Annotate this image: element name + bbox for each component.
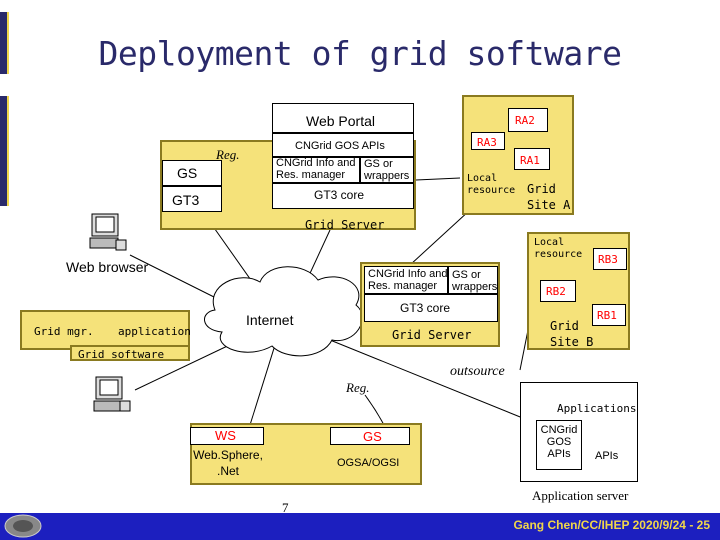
ra1-box <box>514 148 550 170</box>
gt3-box <box>162 186 222 212</box>
page-number: 7 <box>282 500 289 515</box>
websphere-label: Web.Sphere, .Net <box>193 448 263 478</box>
footer-bar <box>0 513 720 540</box>
local-resource-b-label: Local resource <box>534 237 583 260</box>
gt3-core-b-box <box>364 294 498 322</box>
gs-label: GS <box>177 165 198 181</box>
grid-mgr-label: Grid mgr. <box>34 325 94 338</box>
ws-box <box>190 427 264 445</box>
info-mgr-b-label: CNGrid Info and Res. manager <box>368 268 448 292</box>
gs-wrappers-b-box <box>448 266 498 294</box>
left-bar-bottom <box>0 96 9 206</box>
grid-software-tab <box>70 345 190 361</box>
internet-label: Internet <box>246 312 294 328</box>
grid-server-b-label: Grid Server <box>392 328 472 342</box>
gt3-core-a-box <box>272 183 414 209</box>
computer-icon <box>93 376 131 412</box>
ihep-logo-icon <box>4 514 42 538</box>
gos-apis-label: CNGrid GOS APIs <box>295 140 385 152</box>
info-mgr-a-box <box>272 157 360 183</box>
grid-site-a-label: Grid Site A <box>527 182 571 212</box>
grid-site-b-label: Grid Site B <box>550 319 594 349</box>
left-bar-top <box>0 12 9 74</box>
line-internet-to-appserver <box>329 339 541 426</box>
local-resource-a-label: Local resource <box>467 173 516 196</box>
gos-apis-box <box>272 133 414 157</box>
rb1-box <box>592 304 626 326</box>
gs-wrappers-b-label: GS or wrappers <box>452 269 498 293</box>
page-title: Deployment of grid software <box>98 34 622 73</box>
ra2-box <box>508 108 548 132</box>
grid-server-a-label: Grid Server <box>305 218 385 232</box>
ra3-label: RA3 <box>477 136 497 149</box>
gs-wrappers-a-box <box>360 157 414 183</box>
reg-a-label: Reg. <box>216 147 240 162</box>
ra2-label: RA2 <box>515 114 535 127</box>
rb2-label: RB2 <box>546 285 566 298</box>
rb2-box <box>540 280 576 302</box>
outsource-label: outsource <box>450 364 505 379</box>
rb3-box <box>593 248 627 270</box>
gt3-core-a-label: GT3 core <box>314 188 365 202</box>
line-internet-to-computer2 <box>134 339 241 391</box>
cngrid-gos-apis-label: CNGrid GOS APIs <box>540 424 578 460</box>
info-mgr-b-box <box>364 266 448 294</box>
ra1-label: RA1 <box>520 154 540 167</box>
reg-b-squiggle <box>364 394 385 426</box>
ws-label: WS <box>215 428 236 443</box>
web-portal-label: Web Portal <box>306 113 375 129</box>
gs-b-box <box>330 427 410 445</box>
gt3-label: GT3 <box>172 192 200 208</box>
line-siteA-to-internet <box>409 209 471 266</box>
applications-label: Applications <box>557 402 637 415</box>
footer-text: Gang Chen/CC/IHEP 2020/9/24 - 25 <box>513 518 710 532</box>
application-label: application <box>118 325 191 338</box>
ogsa-label: OGSA/OGSI <box>337 457 400 469</box>
web-portal-box <box>272 103 414 133</box>
cngrid-gos-apis-box <box>536 420 582 470</box>
gs-box <box>162 160 222 186</box>
ra3-box <box>471 132 505 150</box>
reg-b-label: Reg. <box>346 380 370 395</box>
info-mgr-a-label: CNGrid Info and Res. manager <box>276 157 356 181</box>
application-server-label: Application server <box>532 488 629 503</box>
rb1-label: RB1 <box>597 309 617 322</box>
gs-wrappers-a-label: GS or wrappers <box>364 158 410 182</box>
computer-icon <box>89 213 127 251</box>
gt3-core-b-label: GT3 core <box>400 301 451 315</box>
apis-label: APIs <box>595 450 619 462</box>
grid-site-a-bar <box>462 95 574 215</box>
web-browser-label: Web browser <box>66 259 149 275</box>
line-portal-to-siteA <box>415 177 461 181</box>
gs-b-label: GS <box>363 429 382 444</box>
line-internet-to-ws <box>249 344 276 426</box>
grid-software-label: Grid software <box>78 348 165 361</box>
rb3-label: RB3 <box>598 253 618 266</box>
